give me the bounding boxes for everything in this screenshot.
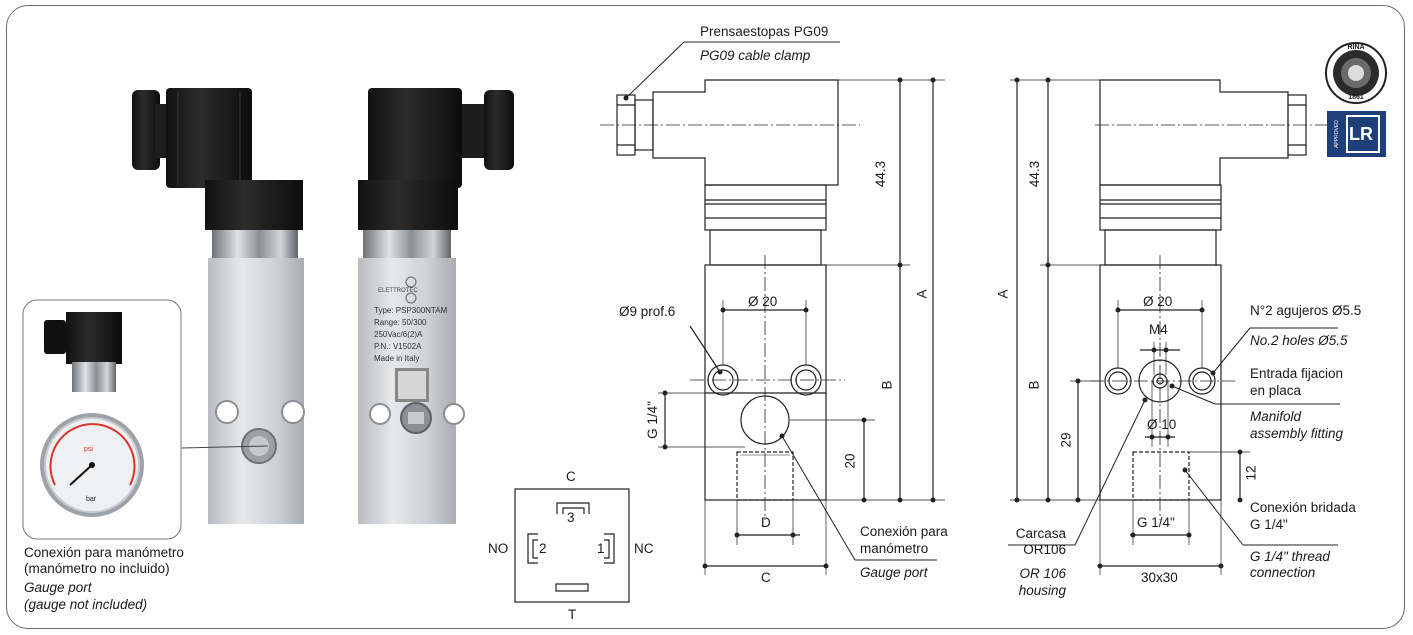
photo-front-device	[132, 88, 305, 524]
lloyds-register-logo: APPROVED LR	[1327, 111, 1386, 157]
side-dim-phi20: Ø 20	[1143, 294, 1173, 309]
label-made: Made in Italy	[374, 354, 420, 363]
connector-pin-c: C	[566, 469, 576, 484]
label-pn: P.N.: V1502A	[374, 342, 422, 351]
cable-clamp-label-en: PG09 cable clamp	[700, 48, 811, 63]
label-range: Range: 50/300	[374, 318, 427, 327]
housing-label-es-2: OR106	[1023, 542, 1066, 557]
flange-label-es-1: Conexión bridada	[1250, 500, 1356, 515]
rina-logo-top: RINA	[1347, 44, 1365, 51]
label-rating: 250Vac/6(2)A	[374, 330, 423, 339]
connector-pin-t: T	[568, 607, 577, 622]
front-gauge-conn-en: Gauge port	[860, 565, 928, 580]
side-dim-m4: M4	[1149, 322, 1168, 337]
front-gauge-conn-es-1: Conexión para	[860, 524, 948, 539]
label-type: Type: PSP300NTAM	[374, 306, 448, 315]
holes-label-en: No.2 holes Ø5.5	[1250, 333, 1348, 348]
connector-pin-3: 3	[567, 510, 575, 525]
gauge-caption-en-1: Gauge port	[24, 580, 92, 595]
side-dim-thread: G 1/4"	[1137, 515, 1175, 530]
gauge-caption-es-2: (manómetro no incluido)	[24, 561, 170, 576]
front-bore-label: Ø9 prof.6	[619, 304, 676, 319]
gauge-inset	[22, 299, 269, 540]
lloyds-mark-text: LR	[1349, 124, 1373, 144]
cable-clamp-label-es: Prensaestopas PG09	[700, 24, 829, 39]
front-dim-c: C	[761, 570, 771, 585]
front-gauge-conn-es-2: manómetro	[860, 541, 929, 556]
flange-label-es-2: G 1/4"	[1250, 517, 1288, 532]
photo-back-device	[358, 88, 514, 524]
manifold-label-es-1: Entrada fijacion	[1250, 366, 1344, 381]
flange-label-en-2: connection	[1250, 565, 1316, 580]
manifold-label-en-2: assembly fitting	[1250, 426, 1344, 441]
side-dim-phi10: Ø 10	[1147, 417, 1177, 432]
label-brand: ELETTROTEC	[378, 288, 418, 294]
gauge-caption-en-2: (gauge not included)	[24, 597, 148, 612]
connector-pin-1: 1	[597, 541, 605, 556]
rina-logo-bottom: 1861	[1348, 94, 1364, 101]
holes-label-es: N°2 agujeros Ø5.5	[1250, 303, 1362, 318]
flange-label-en-1: G 1/4" thread	[1250, 549, 1330, 564]
gauge-unit-bar: bar	[86, 496, 97, 503]
housing-label-es-1: Carcasa	[1015, 526, 1066, 541]
side-dim-size: 30x30	[1141, 570, 1178, 585]
connector-pin-no: NO	[488, 541, 509, 556]
connector-pin-nc: NC	[634, 541, 654, 556]
manifold-label-en-1: Manifold	[1250, 409, 1302, 424]
gauge-caption-es-1: Conexión para manómetro	[24, 545, 184, 560]
connector-pin-2: 2	[539, 541, 547, 556]
housing-label-en-2: housing	[1018, 583, 1066, 598]
lloyds-approved-text: APPROVED	[1334, 120, 1340, 148]
housing-label-en-1: OR 106	[1019, 566, 1066, 581]
front-dim-phi20: Ø 20	[748, 294, 778, 309]
manifold-label-es-2: en placa	[1250, 383, 1302, 398]
page-frame	[6, 5, 1405, 629]
front-dim-d: D	[761, 515, 771, 530]
gauge-unit-psi: psi	[84, 446, 93, 453]
